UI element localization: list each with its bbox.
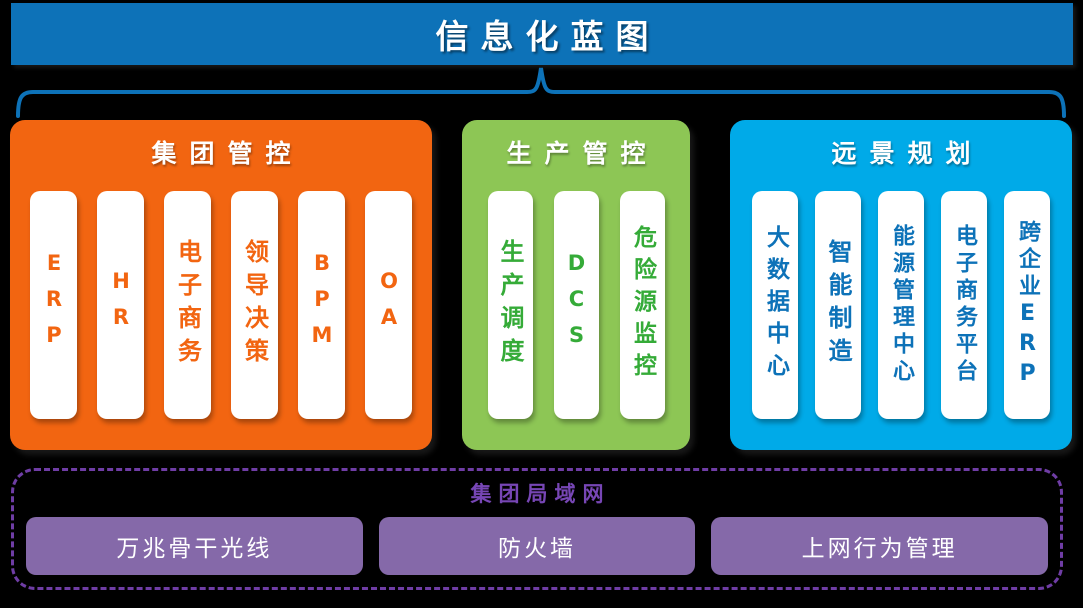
panel-vision-planning-title: 远景规划 [831,139,984,168]
app-card: 能源管理中心 [878,191,924,419]
app-card-label: OA [377,269,401,341]
app-card-label: 电子商务平台 [952,224,977,386]
app-card-label: 跨企业ERP [1015,219,1040,391]
panel-vision-planning-cards: 大数据中心 智能制造 能源管理中心 电子商务平台 跨企业ERP [730,191,1072,419]
app-card-label: ERP [42,251,66,359]
panel-group-control-title: 集团管控 [151,139,304,168]
banner: 信息化蓝图 [11,3,1073,65]
app-card-label: 能源管理中心 [889,224,914,386]
panel-vision-planning: 远景规划 大数据中心 智能制造 能源管理中心 电子商务平台 跨企业ERP [730,120,1072,450]
app-card: OA [365,191,412,419]
app-card: 电子商务平台 [941,191,987,419]
app-card-label: HR [109,269,133,341]
lan-button: 上网行为管理 [711,517,1048,575]
banner-title: 信息化蓝图 [435,17,661,56]
lan-zone: 集团局域网 万兆骨干光线防火墙上网行为管理 [11,468,1063,590]
app-card: DCS [553,191,599,419]
app-card: HR [97,191,144,419]
app-card-label: 智能制造 [824,239,852,371]
app-card: 智能制造 [815,191,861,419]
app-card-label: 电子商务 [173,239,202,371]
app-card: 跨企业ERP [1004,191,1050,419]
app-card-label: 领导决策 [240,239,269,371]
lan-zone-title: 集团局域网 [470,482,611,506]
app-card: 电子商务 [164,191,211,419]
app-card: 危险源监控 [619,191,665,419]
app-card-label: 大数据中心 [762,225,789,385]
lan-button: 万兆骨干光线 [26,517,363,575]
panel-group-control: 集团管控 ERP HR 电子商务 领导决策 BPM OA [10,120,432,450]
app-card-label: 生产调度 [496,239,524,371]
app-card: 生产调度 [487,191,533,419]
app-card: ERP [30,191,77,419]
app-card: 领导决策 [231,191,278,419]
lan-buttons-row: 万兆骨干光线防火墙上网行为管理 [26,517,1048,575]
app-card-label: 危险源监控 [629,225,656,385]
lan-button: 防火墙 [378,517,696,575]
panel-production-control-cards: 生产调度 DCS 危险源监控 [462,191,690,419]
app-card-label: DCS [564,251,589,359]
app-card: BPM [298,191,345,419]
app-card: 大数据中心 [752,191,798,419]
panel-production-control-title: 生产管控 [506,139,659,168]
app-card-label: BPM [310,251,334,359]
panel-production-control: 生产管控 生产调度 DCS 危险源监控 [462,120,690,450]
panel-group-control-cards: ERP HR 电子商务 领导决策 BPM OA [10,191,432,419]
